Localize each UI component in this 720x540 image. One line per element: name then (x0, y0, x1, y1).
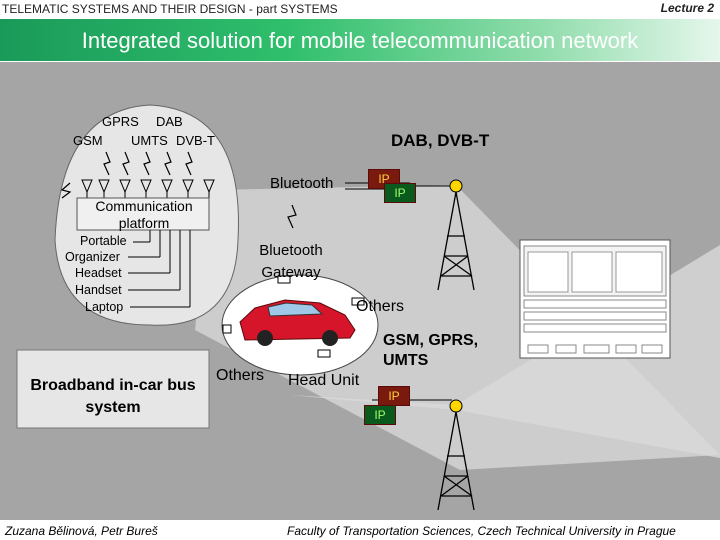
tower-gsm-beacon (449, 399, 463, 413)
footer-faculty: Faculty of Transportation Sciences, Czec… (287, 524, 676, 538)
device-headset: Headset (75, 266, 122, 280)
label-dab: DAB (156, 114, 183, 129)
device-laptop: Laptop (85, 300, 124, 314)
tower-gsm (437, 411, 475, 511)
bluetooth-label: Bluetooth (270, 175, 334, 192)
device-links (128, 230, 191, 308)
head-unit-label: Head Unit (288, 372, 360, 389)
broadband-label: Broadband in-car bus system (30, 377, 196, 416)
footer-authors: Zuzana Bělinová, Petr Bureš (5, 524, 158, 538)
device-handset: Handset (75, 283, 122, 297)
node-right (351, 297, 365, 306)
course-header: TELEMATIC SYSTEMS AND THEIR DESIGN - par… (2, 2, 338, 16)
node-left (222, 324, 232, 334)
antenna-row (81, 179, 215, 200)
tower-dab (437, 191, 475, 291)
label-umts: UMTS (131, 133, 168, 148)
bluetooth-gateway-label: Bluetooth Gateway (259, 242, 323, 281)
label-gprs: GPRS (102, 114, 139, 129)
gsm-gprs-umts-label: GSM, GPRS, UMTS (383, 332, 479, 369)
device-organizer: Organizer (65, 250, 120, 264)
label-gsm: GSM (73, 133, 103, 148)
ip-box-dab: IP (384, 183, 416, 203)
others-left-label: Others (216, 367, 265, 384)
gsm-coverage-beam (290, 245, 720, 458)
slide-title: Integrated solution for mobile telecommu… (81, 28, 639, 53)
dab-dvbt-label: DAB, DVB-T (391, 131, 490, 150)
label-dvbt: DVB-T (176, 133, 215, 148)
tower-dab-beacon (449, 179, 463, 193)
broadband-box (16, 349, 210, 429)
platform-label: Communication platform (95, 198, 193, 231)
ip-box-headunit: IP (378, 386, 410, 406)
node-top (277, 275, 291, 284)
ip-box-gsm: IP (364, 405, 396, 425)
others-right-label: Others (356, 298, 405, 315)
radio-bolts (60, 151, 297, 229)
title-band (0, 19, 720, 61)
lecture-label: Lecture 2 (660, 1, 714, 15)
car-image (239, 299, 356, 346)
node-bottom (317, 349, 331, 358)
device-portable: Portable (80, 234, 127, 248)
service-architecture-panel (519, 239, 671, 359)
platform-box (76, 197, 210, 231)
